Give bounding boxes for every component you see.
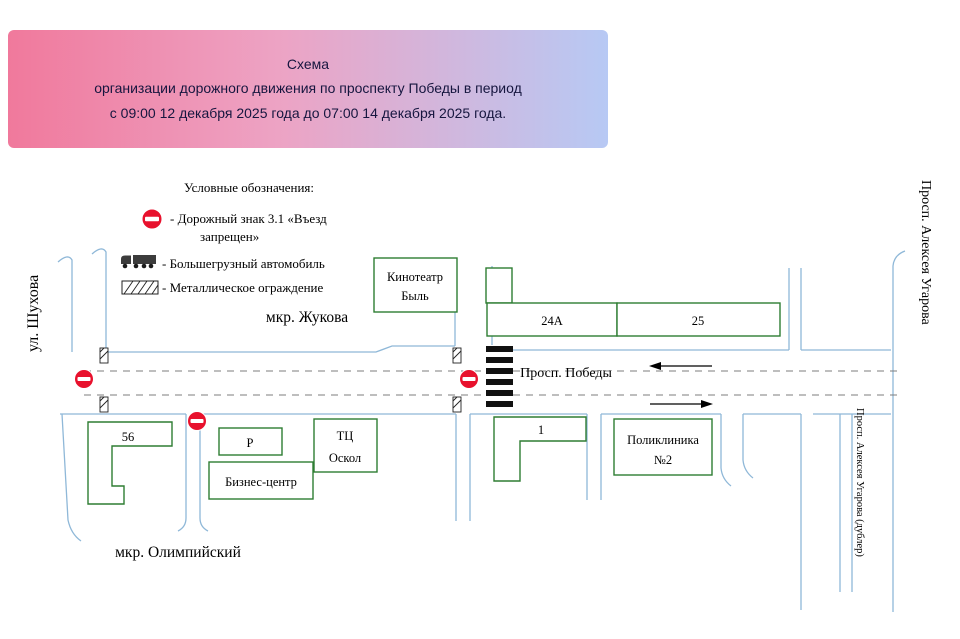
street-label-zhukova: мкр. Жукова [266,309,348,326]
no-entry-signs [74,369,479,431]
no-entry-sign-icon [187,411,207,431]
header-title: Схема [286,55,330,72]
legend-truck-label: - Большегрузный автомобиль [162,256,325,271]
building-label-parking: Р [247,436,254,450]
building-label-24a: 24А [541,314,563,328]
building-label-1: 1 [538,423,544,437]
road-network [57,248,906,612]
road-street-b4-right [742,414,754,479]
building-56 [87,421,173,505]
no-entry-sign-icon [74,369,94,389]
building-cinema [373,257,458,313]
header-period: с 09:00 12 декабря 2025 года до 07:00 14… [109,104,507,121]
building-label-cinema-1: Кинотеатр [387,270,443,284]
building-clinic [613,418,713,476]
building-label-clinic-1: Поликлиника [627,433,699,447]
header-subtitle: организации дорожного движения по проспе… [94,80,522,97]
buildings [87,257,781,505]
legend-title: Условные обозначения: [184,180,314,195]
metal-fence-icon [99,396,109,413]
road-right-outer-edge [892,250,906,612]
legend-fence-label: - Металлическое ограждение [162,280,324,295]
road-pobedy-top-edge-1 [106,345,455,353]
no-entry-sign-icon [459,369,479,389]
building-label-clinic-2: №2 [654,453,672,467]
header-banner: Схема организации дорожного движения по … [8,30,608,148]
metal-fence-icon [452,347,462,364]
legend-no-entry-label-1: - Дорожный знак 3.1 «Въезд [170,211,327,226]
building-label-cinema-2: Быль [401,289,429,303]
metal-fence-icon [452,396,462,413]
street-label-ugarova: Просп. Алексея Угарова [918,180,933,326]
arrow-left-icon [649,362,712,370]
building-mall-oskol [313,418,378,473]
metal-fence-icon [99,347,109,364]
road-shukhova-left-edge [57,256,73,352]
metal-fences [99,347,462,413]
street-label-shukhova: ул. Шухова [25,275,42,352]
building-parking [218,427,283,456]
metal-fence-icon [121,280,159,295]
building-label-mall-1: ТЦ [337,429,354,443]
building-small-annex [485,267,513,304]
road-left-lower-edge [61,413,82,542]
truck-icon [121,255,156,269]
building-label-business: Бизнес-центр [225,475,297,489]
road-street-b4-left [720,414,732,487]
legend-no-entry-label-2: запрещен» [200,229,259,244]
street-label-olimpiysky: мкр. Олимпийский [115,544,241,561]
building-1 [493,416,587,482]
street-label-pobedy: Просп. Победы [520,366,612,381]
legend: Условные обозначения: - Дорожный знак 3.… [121,180,327,295]
street-label-ugarova-dubler: Просп. Алексея Угарова (дублер) [854,408,865,557]
road-street-b1-right [199,414,209,532]
no-entry-sign-icon [141,208,163,230]
building-label-56: 56 [122,430,135,444]
pedestrian-crossing [486,345,513,411]
direction-arrows [649,362,713,408]
road-street-b1-left [177,414,187,532]
building-25 [616,302,781,337]
building-24a [486,302,618,337]
road-shukhova-right-edge [91,248,107,350]
building-business-center [208,461,314,500]
arrow-right-icon [650,400,713,408]
building-label-25: 25 [692,314,705,328]
building-label-mall-2: Оскол [329,451,361,465]
